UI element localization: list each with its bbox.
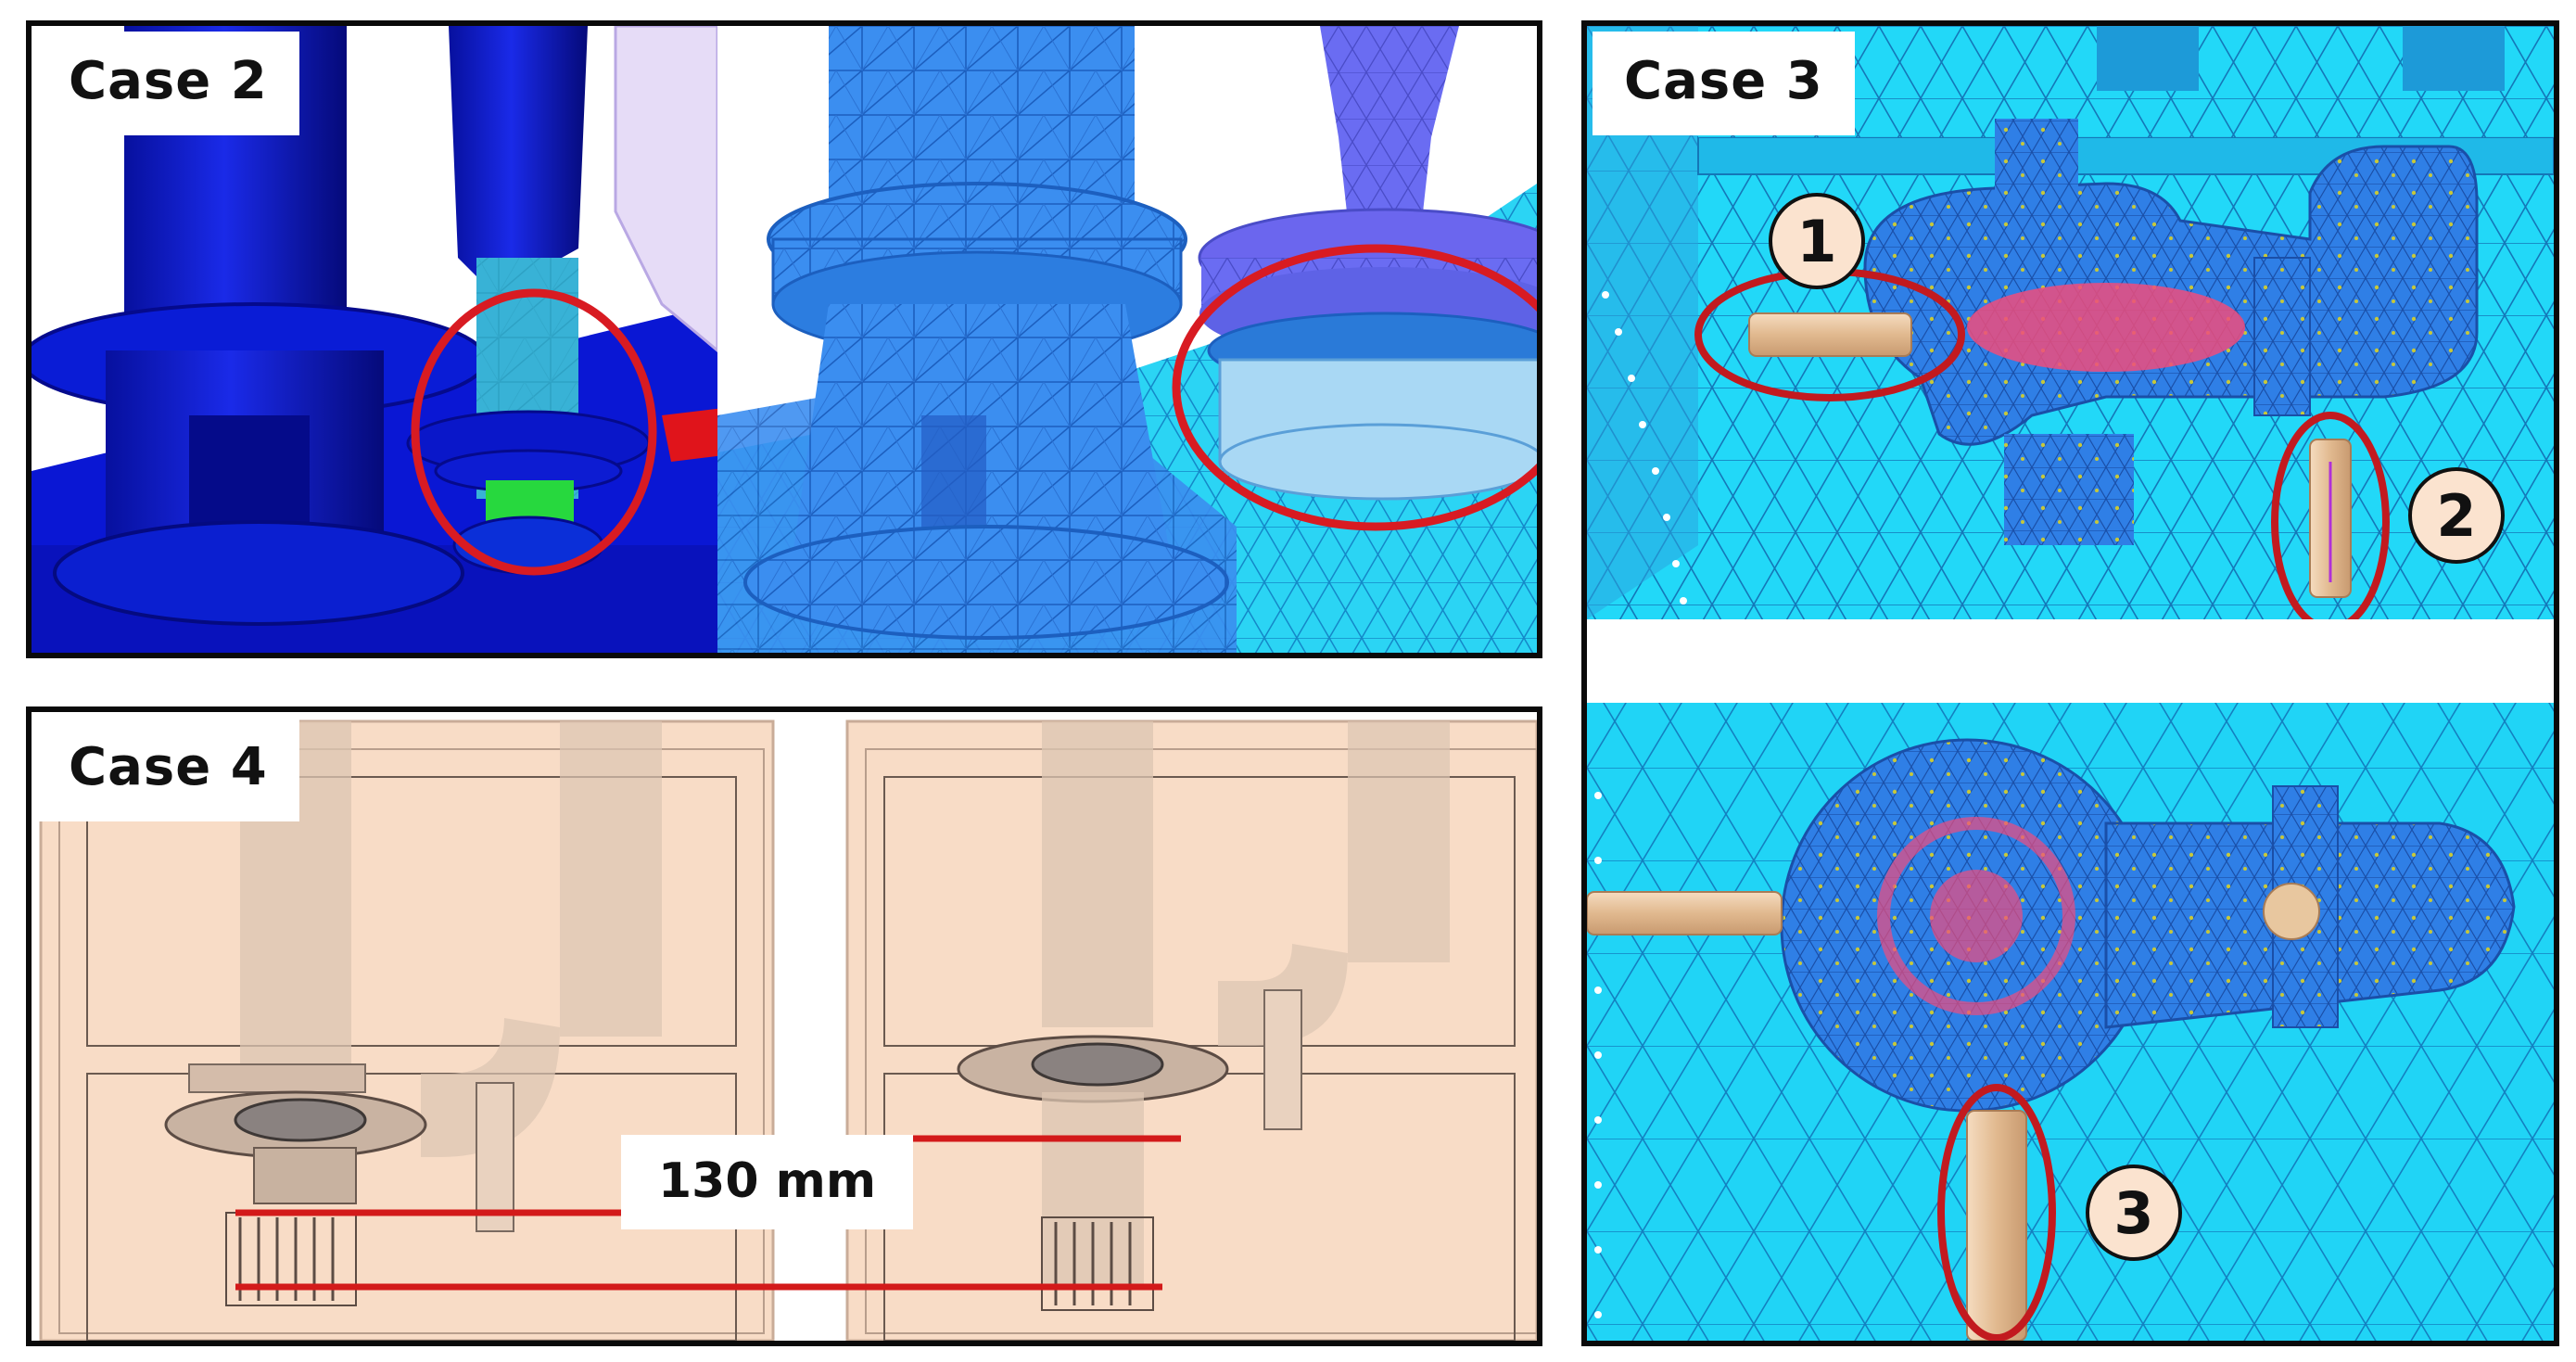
marker-3: 3 xyxy=(2086,1165,2182,1261)
case2-label: Case 2 xyxy=(37,32,299,135)
case3-illustration xyxy=(1587,26,2554,1341)
case4-label: Case 4 xyxy=(37,718,299,821)
case3-label: Case 3 xyxy=(1593,32,1855,135)
marker-1: 1 xyxy=(1769,193,1865,289)
dimension-label: 130 mm xyxy=(621,1135,914,1229)
case3-panel: Case 3 1 2 3 xyxy=(1581,20,2559,1346)
case4-panel: Case 4 130 mm xyxy=(26,706,1542,1346)
case2-panel: Case 2 xyxy=(26,20,1542,658)
case2-illustration xyxy=(32,26,1537,653)
marker-2: 2 xyxy=(2408,467,2505,564)
